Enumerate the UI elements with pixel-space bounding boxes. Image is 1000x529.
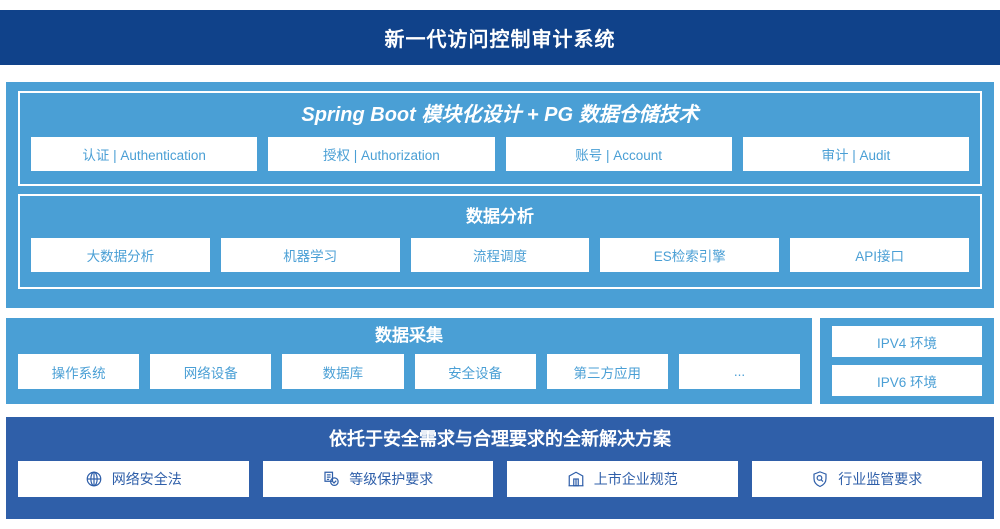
analysis-panel-title: 数据分析 (466, 207, 534, 226)
tech-card-audit[interactable]: 审计 | Audit (742, 137, 969, 171)
tech-panel-title: Spring Boot 模块化设计 + PG 数据仓储技术 (301, 104, 699, 126)
document-check-icon (322, 470, 340, 488)
collection-card-security-device[interactable]: 安全设备 (414, 354, 536, 389)
solution-card-listed-enterprise[interactable]: 上市企业规范 (507, 461, 738, 497)
solution-card-label: 上市企业规范 (593, 471, 678, 487)
analysis-card-api[interactable]: API接口 (790, 238, 969, 272)
tech-panel: Spring Boot 模块化设计 + PG 数据仓储技术 认证 | Authe… (18, 91, 982, 186)
solution-card-label: 网络安全法 (111, 471, 182, 487)
solution-title: 依托于安全需求与合理要求的全新解决方案 (329, 429, 671, 449)
collection-card-database[interactable]: 数据库 (282, 354, 404, 389)
ip-environment-section: IPV4 环境 IPV6 环境 (820, 318, 994, 404)
platform-section: Spring Boot 模块化设计 + PG 数据仓储技术 认证 | Authe… (6, 82, 994, 308)
solution-card-label: 行业监管要求 (838, 471, 923, 487)
solution-card-label: 等级保护要求 (349, 471, 434, 487)
solution-card-grade-protection[interactable]: 等级保护要求 (262, 461, 493, 497)
shield-search-icon (811, 470, 829, 488)
collection-card-operating-system[interactable]: 操作系统 (18, 354, 140, 389)
solution-card-cybersecurity-law[interactable]: 网络安全法 (18, 461, 249, 497)
globe-icon (85, 470, 103, 488)
collection-card-network-device[interactable]: 网络设备 (150, 354, 272, 389)
collection-card-row: 操作系统 网络设备 数据库 安全设备 第三方应用 ... (18, 354, 801, 389)
analysis-panel: 数据分析 大数据分析 机器学习 流程调度 ES检索引擎 API接口 (18, 194, 982, 289)
ip-environment-card-ipv6[interactable]: IPV6 环境 (832, 365, 982, 396)
ip-environment-card-ipv4[interactable]: IPV4 环境 (832, 326, 982, 357)
tech-card-authentication[interactable]: 认证 | Authentication (31, 137, 258, 171)
analysis-card-bigdata[interactable]: 大数据分析 (31, 238, 210, 272)
tech-card-row: 认证 | Authentication 授权 | Authorization 账… (31, 137, 969, 171)
analysis-card-es-search-engine[interactable]: ES检索引擎 (600, 238, 780, 272)
analysis-card-machine-learning[interactable]: 机器学习 (220, 238, 400, 272)
collection-section: 数据采集 操作系统 网络设备 数据库 安全设备 第三方应用 ... (6, 318, 812, 404)
bank-building-icon (567, 470, 585, 488)
analysis-card-process-scheduling[interactable]: 流程调度 (410, 238, 590, 272)
tech-card-account[interactable]: 账号 | Account (505, 137, 732, 171)
analysis-card-row: 大数据分析 机器学习 流程调度 ES检索引擎 API接口 (31, 238, 969, 272)
page-title-bar: 新一代访问控制审计系统 (0, 10, 1000, 65)
collection-card-more[interactable]: ... (678, 354, 801, 389)
tech-card-authorization[interactable]: 授权 | Authorization (268, 137, 495, 171)
solution-card-row: 网络安全法 等级保护要求 (18, 461, 982, 497)
solution-section: 依托于安全需求与合理要求的全新解决方案 网络安全法 (6, 417, 994, 519)
collection-card-third-party-app[interactable]: 第三方应用 (546, 354, 668, 389)
solution-card-industry-regulation[interactable]: 行业监管要求 (751, 461, 982, 497)
collection-title: 数据采集 (375, 326, 443, 345)
page-title: 新一代访问控制审计系统 (384, 29, 616, 51)
